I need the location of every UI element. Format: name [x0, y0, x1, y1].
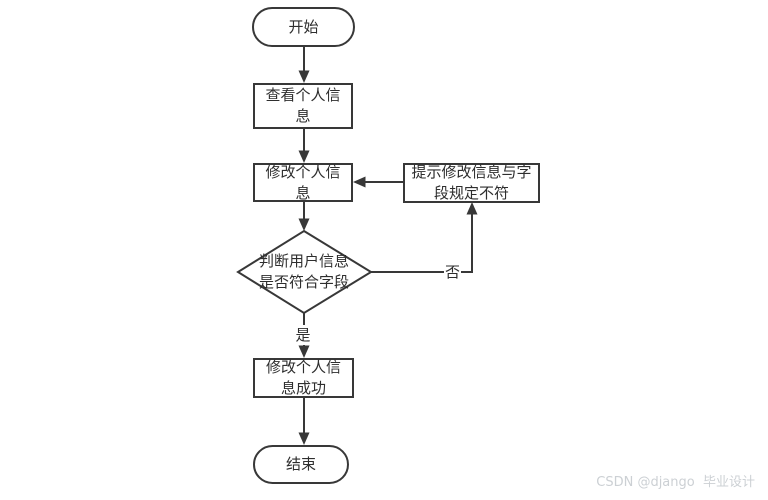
modify-info-node: 修改个人信息 — [253, 163, 353, 202]
prompt-mismatch-node: 提示修改信息与字段规定不符 — [403, 163, 540, 203]
modify-success-node-label: 修改个人信息成功 — [265, 358, 341, 397]
view-info-node-label: 查看个人信息 — [265, 86, 341, 125]
arrowhead-decision-to-success — [298, 345, 310, 358]
end-node: 结束 — [253, 445, 349, 484]
csdn-watermark: CSDN @django 毕业设计 — [596, 475, 755, 490]
arrowhead-success-to-end — [298, 432, 310, 445]
end-node-label: 结束 — [285, 455, 316, 473]
view-info-node: 查看个人信息 — [253, 83, 353, 129]
arrowhead-prompt-to-modify — [353, 176, 366, 188]
start-node-label: 开始 — [288, 17, 319, 36]
modify-success-node: 修改个人信息成功 — [253, 358, 354, 398]
modify-info-node-label: 修改个人信息 — [265, 162, 341, 202]
decision-node-label: 判断用户信息是否符合字段 — [258, 252, 349, 291]
arrowhead-modify-to-decision — [298, 218, 310, 231]
prompt-mismatch-node-label: 提示修改信息与字段规定不符 — [411, 163, 532, 202]
arrowhead-decision-to-prompt — [466, 202, 478, 215]
start-node: 开始 — [252, 7, 355, 47]
edge-label-no: 否 — [444, 262, 461, 282]
arrowhead-start-to-view — [298, 70, 310, 83]
arrowhead-view-to-modify — [298, 150, 310, 163]
edge-decision-to-prompt — [371, 213, 473, 273]
edge-label-yes: 是 — [294, 325, 312, 345]
